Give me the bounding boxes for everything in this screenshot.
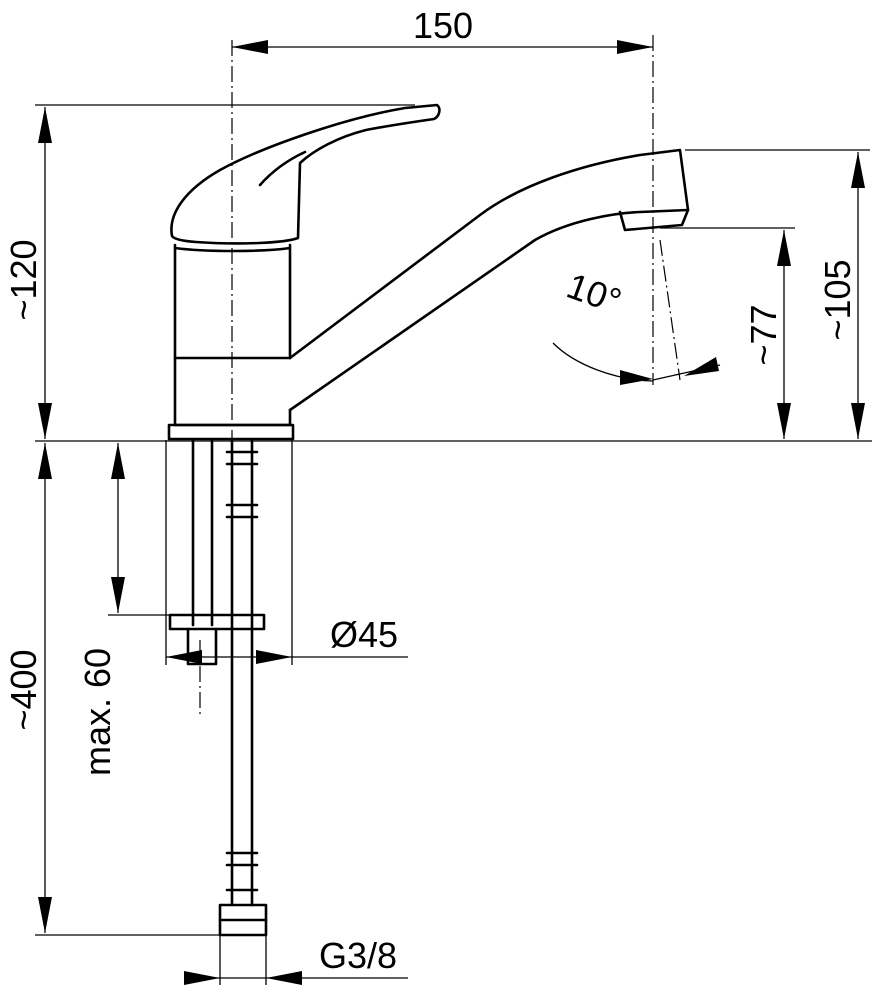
dimension-total-height: ~120 xyxy=(3,107,52,439)
lever-handle xyxy=(170,103,441,245)
cartridge-housing xyxy=(173,243,292,360)
faucet-body xyxy=(167,103,690,441)
dimension-label-max-deck-thickness: max. 60 xyxy=(77,648,118,776)
lever-crease xyxy=(258,150,307,187)
dimension-connection-thread: G3/8 xyxy=(184,935,408,985)
threaded-rod xyxy=(191,438,214,627)
dimension-label-mounting-hole: Ø45 xyxy=(330,614,398,655)
hose xyxy=(230,438,254,907)
dimension-label-total-height: ~120 xyxy=(3,239,44,320)
fixing-plate xyxy=(168,613,266,631)
dimension-outlet-height: ~77 xyxy=(743,230,791,439)
extension-lines xyxy=(35,104,872,985)
dimension-label-connection-thread: G3/8 xyxy=(319,935,397,976)
base-flange xyxy=(167,423,295,441)
spout xyxy=(288,148,690,412)
dimension-swivel-angle: 10° xyxy=(552,265,721,385)
dimension-label-spout-reach: 150 xyxy=(413,5,473,46)
center-lines xyxy=(199,35,681,718)
dimension-mounting-hole: Ø45 xyxy=(166,614,408,664)
dimension-spout-height: ~105 xyxy=(817,152,865,439)
dimension-label-spout-height: ~105 xyxy=(817,259,858,340)
dimension-max-deck-thickness: max. 60 xyxy=(77,443,125,776)
dimension-label-swivel-angle: 10° xyxy=(562,265,627,322)
dimension-spout-reach: 150 xyxy=(232,5,653,54)
dimension-label-hose-length: ~400 xyxy=(3,649,44,730)
dimension-label-outlet-height: ~77 xyxy=(743,304,784,365)
mounting-assembly xyxy=(168,438,268,937)
dimension-hose-length: ~400 xyxy=(3,443,52,933)
